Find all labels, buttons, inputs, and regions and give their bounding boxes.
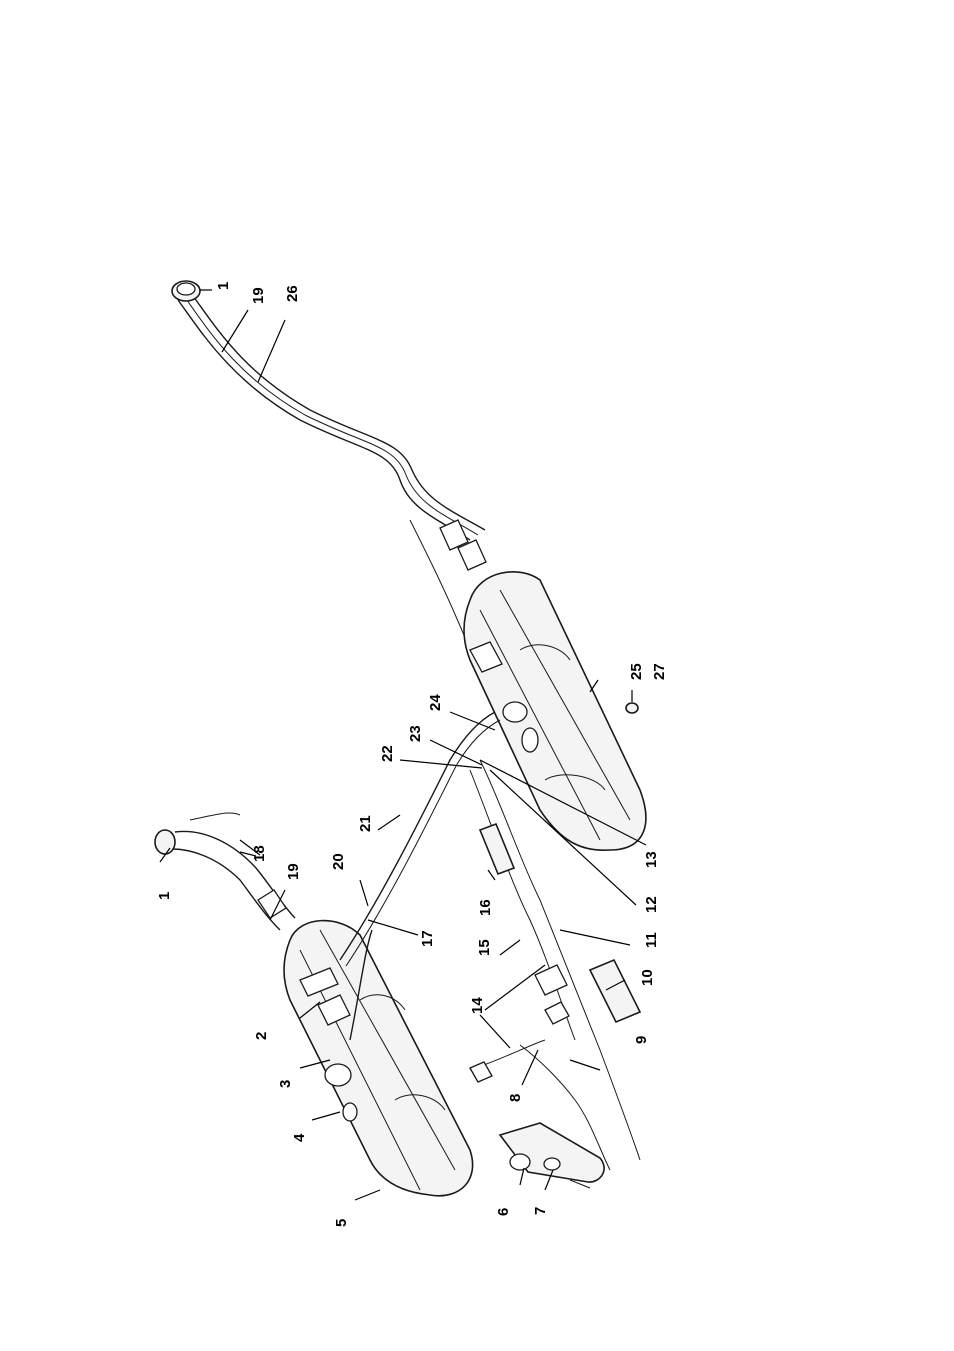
callout-4: 4: [291, 1133, 308, 1142]
electric-fuel-pump: [590, 960, 640, 1022]
callout-21: 21: [357, 815, 374, 832]
left-fuel-tank-assembly: [155, 813, 473, 1196]
right-filler-neck-hose: [178, 300, 470, 540]
callout-25: 25: [628, 663, 645, 680]
callout-13: 13: [643, 851, 660, 868]
callout-11: 11: [643, 932, 660, 948]
callout-26: 26: [284, 285, 301, 302]
callout-22: 22: [379, 745, 396, 762]
callout-14: 14: [469, 997, 486, 1014]
crossover-line: [340, 712, 495, 960]
callout-7: 7: [532, 1207, 549, 1215]
callout-2: 2: [253, 1032, 270, 1040]
callout-27: 27: [651, 663, 668, 680]
callout-3: 3: [277, 1080, 294, 1088]
callout-19-top: 19: [250, 287, 267, 304]
callout-1-left: 1: [156, 892, 173, 900]
callout-9: 9: [633, 1036, 650, 1044]
callout-19-left: 19: [285, 863, 302, 880]
right-fuel-pump-flange: [503, 702, 527, 722]
callout-5: 5: [333, 1219, 350, 1227]
callout-17: 17: [419, 930, 436, 947]
callout-20: 20: [330, 853, 347, 870]
callout-10: 10: [639, 969, 656, 986]
callout-8: 8: [507, 1094, 524, 1102]
callout-15: 15: [476, 939, 493, 956]
callout-16: 16: [477, 899, 494, 916]
callout-6: 6: [495, 1208, 512, 1216]
left-fuel-tank: [284, 921, 473, 1196]
drain-plug: [626, 703, 638, 713]
inline-fuel-filter: [480, 824, 514, 874]
callout-23: 23: [407, 725, 424, 742]
callout-24: 24: [427, 694, 444, 711]
right-fuel-tank-assembly: [172, 281, 646, 850]
left-filler-cap: [155, 830, 175, 854]
callout-1-top: 1: [215, 282, 232, 290]
callout-12: 12: [643, 896, 660, 913]
right-fuel-tank: [464, 572, 646, 850]
callout-18: 18: [251, 845, 268, 862]
left-fuel-pump-flange: [325, 1064, 351, 1086]
